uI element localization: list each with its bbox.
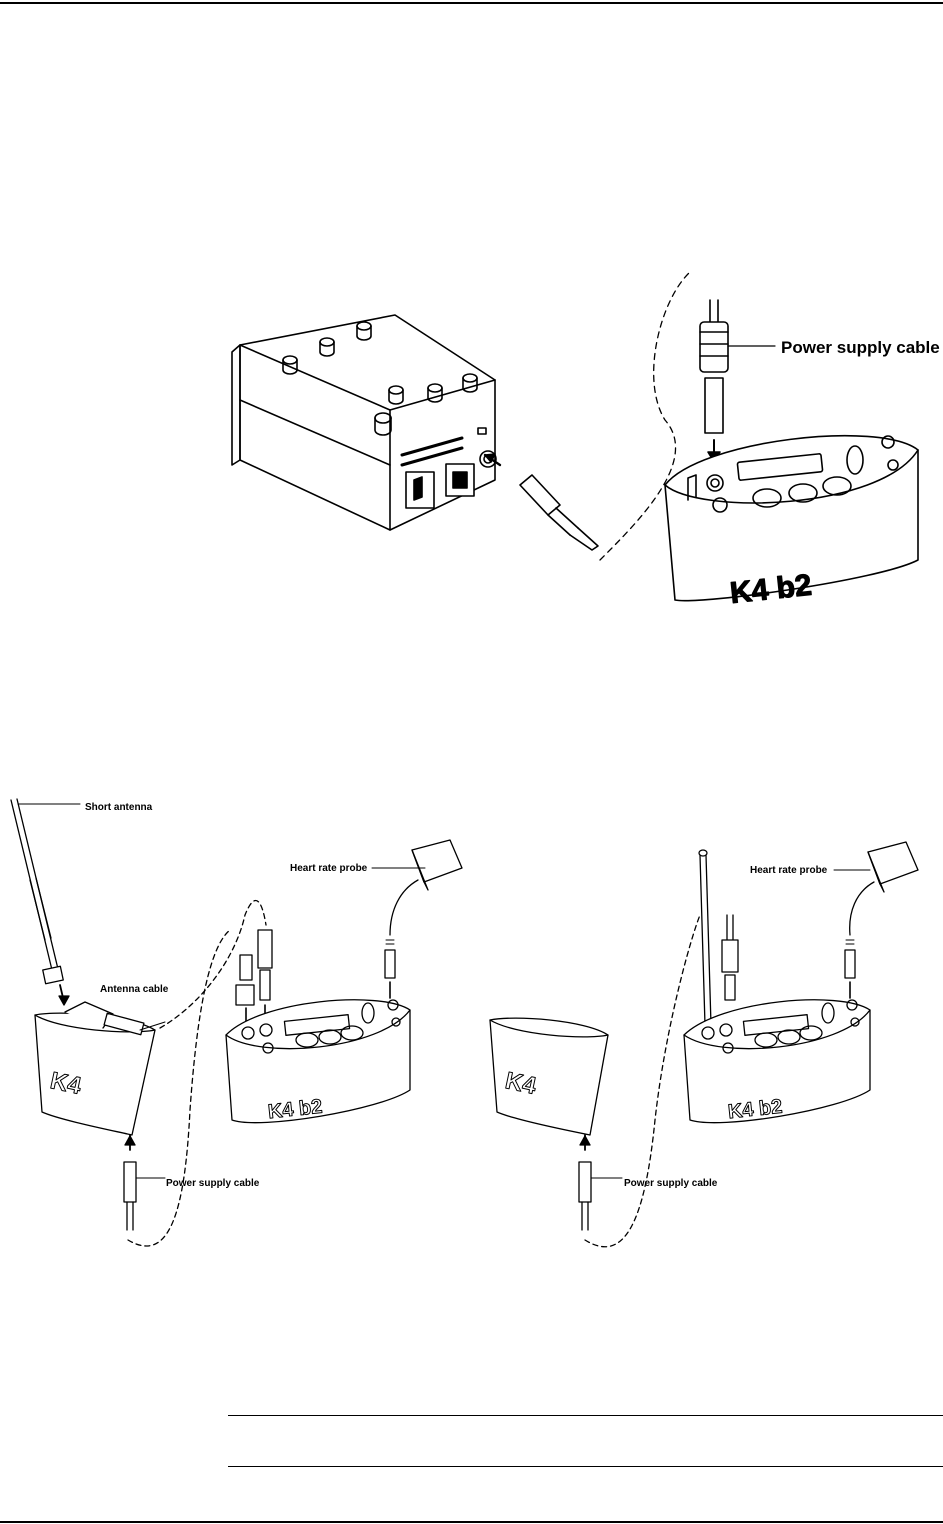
power-plug-right-illustration <box>579 1162 622 1230</box>
unit-connectors-left-illustration <box>236 930 272 1022</box>
short-antenna-on-unit-illustration <box>699 850 738 1025</box>
note-box-bottom-rule <box>228 1466 943 1467</box>
top-rule <box>0 2 943 4</box>
power-supply-connector-illustration <box>700 300 775 462</box>
label-heart-rate-probe-right: Heart rate probe <box>750 865 828 876</box>
power-plug-left-illustration <box>124 1162 165 1230</box>
label-antenna-cable: Antenna cable <box>100 984 169 995</box>
battery-charger-illustration <box>232 315 496 530</box>
charger-plug-illustration <box>485 454 598 550</box>
note-box-top-rule <box>228 1415 943 1416</box>
bottom-rule <box>0 1521 943 1523</box>
label-power-supply-cable-left: Power supply cable <box>166 1178 260 1189</box>
power-cable-right-dashed-line <box>585 915 700 1247</box>
figure-charger-connection: Power supply cable K4 b2 <box>0 260 943 620</box>
heart-rate-probe-right-illustration <box>834 842 918 998</box>
label-power-supply-cable-right: Power supply cable <box>624 1178 718 1189</box>
device-logo-right: K4 b2 <box>727 1096 783 1124</box>
label-short-antenna: Short antenna <box>85 802 153 813</box>
label-power-supply-cable: Power supply cable <box>781 338 940 357</box>
short-antenna-illustration <box>11 799 80 1005</box>
device-logo-left: K4 b2 <box>267 1096 323 1124</box>
label-heart-rate-probe-left: Heart rate probe <box>290 863 368 874</box>
figure-antenna-configurations: Short antenna Antenna cable Heart rate p… <box>0 790 943 1270</box>
heart-rate-probe-left-illustration <box>372 840 462 998</box>
